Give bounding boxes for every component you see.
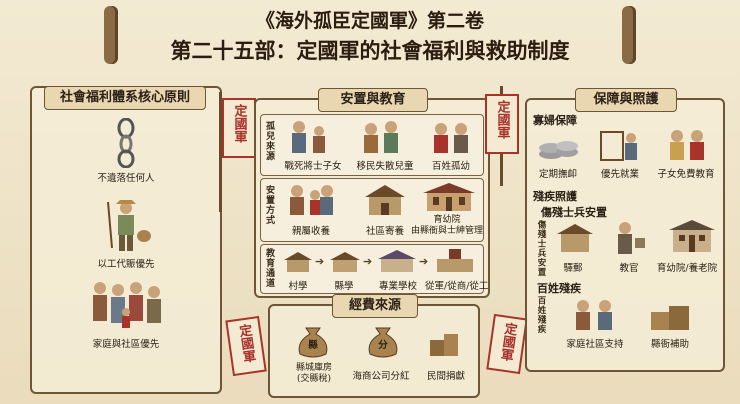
family-icon [93,282,161,328]
funding-panel: 經費來源 縣 分 縣城庫房 (交縣稅) 海商公司分紅 民間捐獻 [268,294,480,398]
funding-title: 經費來源 [332,294,418,318]
county-school-icon [330,252,360,272]
money-bag-1-label: 縣 [308,340,318,351]
veteran-item-2: 教官 [619,263,639,274]
veteran-vertical-label: 傷殘士兵安置 [536,220,546,277]
scroll-rod-right [622,6,636,64]
principle-2: 以工代賑優先 [97,259,155,270]
flag-center-text: 定國軍 [494,100,510,139]
orphan-source-box: 孤兒來源 戰死將士子女 移民失散兒童 百姓孤幼 [260,114,484,176]
lost-children-icon [364,121,398,153]
money-bag-2-label: 分 [378,340,388,351]
widow-label: 寡婦保障 [533,114,577,127]
education-title: 安置與教育 [318,88,428,112]
mother-child-study-icon [670,130,704,160]
coins-stack-icon [539,141,578,159]
placement-3: 育幼院 由縣衙與士紳管理 [410,215,483,236]
orphanage-building-icon [423,183,475,211]
veteran-item-3: 育幼院/養老院 [656,263,718,274]
widow-item-1: 定期撫卹 [538,169,577,180]
principle-1: 不遺落任何人 [97,173,155,184]
orphan-source-label: 孤兒來源 [264,121,274,161]
subsidy-goods-icon [651,306,689,330]
civil-item-1: 家庭社區支持 [566,339,624,350]
money-bag-icon [298,327,328,358]
education-panel: 安置與教育 孤兒來源 戰死將士子女 移民失散兒童 百姓孤幼 安置方式 [254,88,490,298]
funding-3: 民間捐獻 [426,371,465,382]
core-principles-title: 社會福利體系核心原則 [44,86,206,110]
civil-vertical-label: 百姓殘疾 [536,296,546,334]
orphan-source-2: 移民失散兒童 [356,161,414,172]
money-bag-icon [368,327,398,358]
placement-1: 親屬收養 [291,226,330,237]
commoner-orphans-icon [434,123,468,153]
orphan-source-3: 百姓孤幼 [431,161,470,172]
core-principles-panel: 社會福利體系核心原則 不遺落任何人 以工代賑優先 家庭與社區優先 [30,86,222,394]
veteran-label: 傷殘士兵安置 [541,206,607,219]
orphan-source-1: 戰死將士子女 [284,161,342,172]
arrow-icon: ➔ [315,255,325,268]
instructor-icon [618,222,645,254]
donation-coins-icon [430,334,458,356]
flagpole-left [219,92,222,212]
civil-item-2: 縣衙補助 [650,339,689,350]
civil-disability-label: 百姓殘疾 [537,282,581,295]
disabled-care-label: 殘疾照護 [533,190,577,203]
edu-step-1: 村學 [288,281,308,292]
education-path-box: 教育通道 ➔ ➔ ➔ 村學 縣學 專業學校 從軍/從商/從工 [260,244,489,294]
nursing-home-icon [669,220,715,252]
edu-step-4: 從軍/從商/從工 [425,281,489,292]
edu-step-3: 專業學校 [378,281,417,292]
flag-left-text: 定國軍 [231,104,247,143]
arrow-icon: ➔ [419,255,429,268]
arrow-icon: ➔ [363,255,373,268]
family-support-icon [576,300,612,330]
loom-worker-icon [600,131,637,161]
principle-3: 家庭與社區優先 [92,339,160,350]
flag-bottom-right-text: 定國軍 [497,321,518,362]
widow-item-2: 優先就業 [600,169,639,180]
broken-chain-icon [117,118,135,168]
funding-2: 海商公司分紅 [352,371,410,382]
placement-2: 社區寄養 [365,226,404,237]
adoption-family-icon [290,185,333,215]
worker-with-tools-icon [107,200,151,251]
flag-left: 定國軍 [222,98,256,158]
flag-center: 定國軍 [485,94,519,154]
edu-step-2: 縣學 [334,281,354,292]
protection-title: 保障與照護 [575,88,677,112]
education-path-label: 教育通道 [264,248,274,288]
orphan-children-icon [292,121,325,153]
village-school-icon [284,252,312,272]
flag-bottom-left-text: 定國軍 [235,323,256,364]
post-station-icon [557,224,593,252]
widow-item-3: 子女免費教育 [657,169,715,180]
scroll-rod-left [104,6,118,64]
placement-label: 安置方式 [264,185,274,225]
veteran-item-1: 驛郵 [563,263,583,274]
protection-panel: 保障與照護 寡婦保障 定期撫卹 優先就業 子女免費教育 殘疾照護 傷殘士兵安置 … [525,88,725,372]
page-title: 《海外孤臣定國軍》第二卷 [255,10,484,32]
community-house-icon [365,185,405,215]
funding-1: 縣城庫房 (交縣稅) [295,363,332,384]
vocational-school-icon [378,250,416,272]
placement-box: 安置方式 親屬收養 社區寄養 育幼院 由縣衙與士紳管理 [260,178,484,242]
career-paths-icon [437,249,473,272]
page-subtitle: 第二十五部：定國軍的社會福利與救助制度 [170,38,570,63]
